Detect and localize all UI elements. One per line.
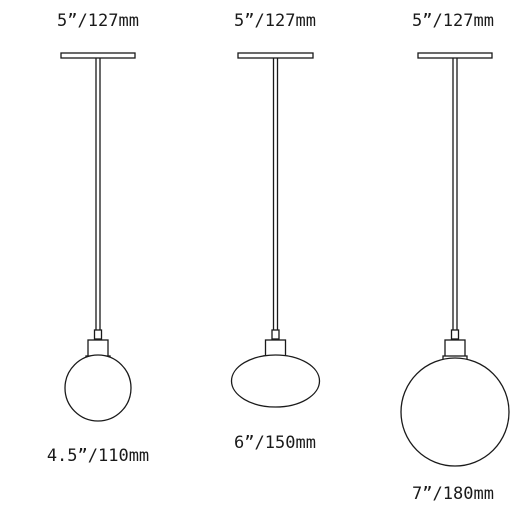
- glass-globe: [64, 354, 132, 422]
- canopy-width-label: 5”/127mm: [57, 11, 139, 31]
- ceiling-canopy: [237, 52, 314, 59]
- glass-globe: [400, 357, 510, 467]
- glass-globe: [230, 354, 321, 408]
- pendant-large-sphere: 5”/127mm 7”/180mm: [400, 11, 510, 504]
- globe-diameter-label: 7”/180mm: [412, 484, 494, 504]
- canopy-width-label: 5”/127mm: [234, 11, 316, 31]
- pendant-oval: 5”/127mm 6”/150mm: [230, 11, 321, 453]
- cord-grip: [271, 329, 280, 340]
- globe-diameter-label: 6”/150mm: [234, 433, 316, 453]
- ceiling-canopy: [60, 52, 136, 59]
- ceiling-canopy: [417, 52, 493, 59]
- socket-cup: [444, 339, 466, 359]
- cord-grip: [450, 329, 460, 340]
- cord-grip: [93, 329, 103, 340]
- pendant-small-sphere: 5”/127mm 4.5”/110mm: [47, 11, 149, 466]
- globe-diameter-label: 4.5”/110mm: [47, 446, 149, 466]
- canopy-width-label: 5”/127mm: [412, 11, 494, 31]
